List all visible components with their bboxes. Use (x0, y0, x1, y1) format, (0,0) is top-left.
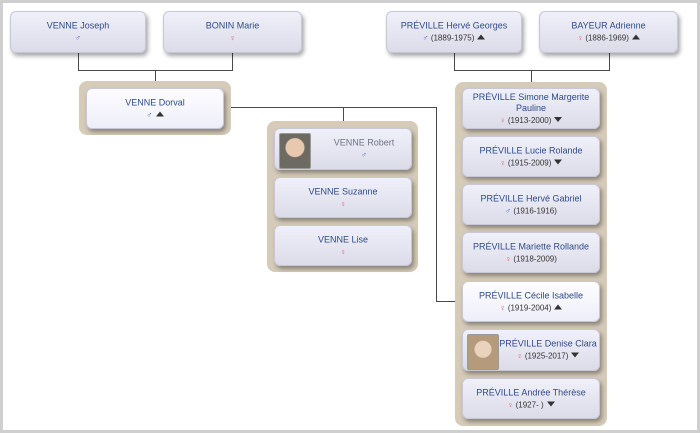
male-icon: ♂ (146, 110, 153, 119)
female-icon: ♀ (340, 199, 346, 208)
female-icon: ♀ (499, 303, 506, 312)
lifespan: (1889-1975) (430, 33, 475, 43)
female-icon: ♀ (507, 400, 514, 409)
person-name: PRÉVILLE Cécile Isabelle (478, 290, 584, 300)
lifespan: (1918-2009) (513, 254, 557, 263)
person-name: VENNE Dorval (125, 97, 185, 107)
person-card-preville-denise[interactable]: PRÉVILLE Denise Clara ♀ (1925-2017) (462, 329, 600, 371)
person-name: PRÉVILLE Hervé Gabriel (480, 193, 582, 203)
person-card-venne-joseph[interactable]: VENNE Joseph ♂ (10, 11, 146, 53)
avatar (467, 334, 499, 370)
person-name: VENNE Lise (317, 234, 369, 244)
expand-up-icon[interactable] (155, 111, 164, 116)
female-icon: ♀ (516, 351, 523, 361)
lifespan: (1916-1916) (513, 206, 557, 215)
person-name: PRÉVILLE Andrée Thérèse (476, 387, 586, 397)
person-card-preville-herve-gabriel[interactable]: PRÉVILLE Hervé Gabriel ♂ (1916-1916) (462, 184, 600, 225)
expand-down-icon[interactable] (546, 401, 555, 406)
male-icon: ♂ (422, 33, 429, 43)
person-card-preville-mariette[interactable]: PRÉVILLE Mariette Rollande ♀ (1918-2009) (462, 232, 600, 273)
expand-down-icon[interactable] (554, 116, 563, 122)
person-name: BAYEUR Adrienne (571, 20, 646, 31)
person-card-venne-dorval[interactable]: VENNE Dorval ♂ (86, 88, 224, 129)
person-card-preville-cecile[interactable]: PRÉVILLE Cécile Isabelle ♀ (1919-2004) (462, 281, 600, 322)
connector-line (232, 53, 233, 70)
person-card-bayeur-adrienne[interactable]: BAYEUR Adrienne ♀ (1886-1969) (539, 11, 678, 53)
connector-line (531, 70, 532, 86)
person-name: PRÉVILLE Denise Clara (499, 338, 597, 349)
female-icon: ♀ (499, 158, 506, 167)
lifespan: (1919-2004) (507, 303, 552, 312)
expand-up-icon[interactable] (554, 304, 563, 309)
male-icon: ♂ (75, 33, 81, 43)
person-card-venne-lise[interactable]: VENNE Lise ♀ (274, 225, 412, 266)
person-card-preville-lucie[interactable]: PRÉVILLE Lucie Rolande ♀ (1915-2009) (462, 136, 600, 177)
person-card-preville-andree[interactable]: PRÉVILLE Andrée Thérèse ♀ (1927- ) (462, 378, 600, 419)
female-icon: ♀ (229, 33, 236, 43)
person-card-bonin-marie[interactable]: BONIN Marie ♀ (163, 11, 302, 53)
avatar (279, 133, 311, 169)
connector-line (609, 53, 610, 70)
lifespan: (1925-2017) (524, 351, 569, 361)
person-name: VENNE Robert (333, 137, 395, 148)
connector-line (155, 70, 156, 88)
male-icon: ♂ (361, 150, 367, 160)
expand-down-icon[interactable] (571, 352, 580, 358)
lifespan: (1913-2000) (507, 115, 552, 125)
connector-line (343, 107, 344, 122)
person-name: PRÉVILLE Hervé Georges (400, 20, 508, 31)
connector-line (224, 107, 437, 108)
female-icon: ♀ (505, 254, 512, 263)
connector-line (454, 70, 610, 71)
person-name: VENNE Suzanne (308, 186, 378, 196)
person-name: PRÉVILLE Mariette Rollande (472, 241, 590, 251)
female-icon: ♀ (577, 33, 584, 43)
person-name: VENNE Joseph (46, 20, 110, 31)
expand-down-icon[interactable] (554, 159, 563, 164)
lifespan: (1886-1969) (585, 33, 629, 43)
expand-up-icon[interactable] (477, 34, 486, 40)
connector-line (436, 301, 462, 302)
female-icon: ♀ (499, 115, 506, 125)
person-name: PRÉVILLE Lucie Rolande (479, 145, 583, 155)
person-card-venne-suzanne[interactable]: VENNE Suzanne ♀ (274, 177, 412, 218)
connector-line (436, 107, 437, 302)
person-name: BONIN Marie (205, 20, 260, 31)
person-card-venne-robert[interactable]: VENNE Robert ♂ (274, 128, 412, 170)
connector-line (78, 53, 79, 70)
lifespan: (1927- ) (515, 400, 544, 409)
person-name: PRÉVILLE Simone Margerite Pauline (472, 91, 590, 113)
female-icon: ♀ (340, 247, 346, 256)
person-card-preville-herve-georges[interactable]: PRÉVILLE Hervé Georges ♂ (1889-1975) (386, 11, 522, 53)
connector-line (454, 53, 455, 70)
male-icon: ♂ (505, 206, 512, 215)
expand-up-icon[interactable] (631, 34, 640, 40)
lifespan: (1915-2009) (507, 158, 552, 167)
person-card-preville-simone[interactable]: PRÉVILLE Simone Margerite Pauline ♀ (191… (462, 88, 600, 129)
